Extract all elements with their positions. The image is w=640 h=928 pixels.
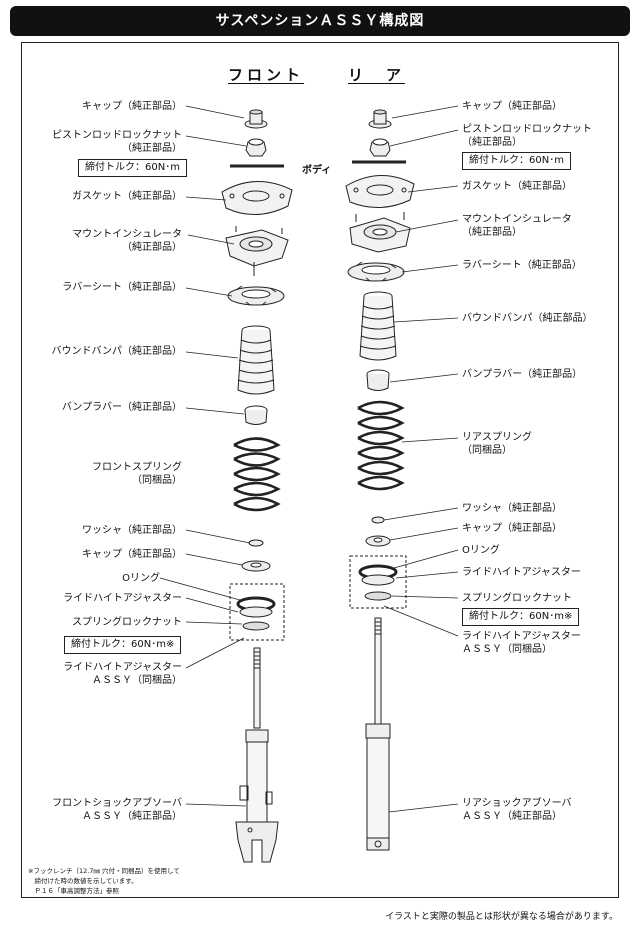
rear-shock-absorber-part <box>365 617 391 851</box>
rear-label-rubber-seat: ラバーシート（純正部品） <box>462 260 582 271</box>
front-lower-cap-part <box>241 560 271 572</box>
front-label-washer: ワッシャ（純正部品） <box>82 525 182 536</box>
front-label-mount-insulator: マウントインシュレータ （純正部品） <box>72 229 182 253</box>
front-label-shock-absorber: フロントショックアブソーバ ＡＳＳＹ（純正部品） <box>52 798 182 822</box>
front-bump-rubber-part <box>244 405 268 425</box>
front-label-ride-height-adjuster: ライドハイトアジャスター <box>63 593 182 604</box>
rear-cap-part <box>368 109 392 129</box>
torque-footnote: ※フックレンチ（12.7㎜ 穴付・同梱品）を使用して 締付けた時の数値を示してい… <box>28 867 180 895</box>
rear-label-o-ring: Oリング <box>462 545 500 556</box>
rear-bump-rubber-part <box>366 369 390 391</box>
front-heading: フロント <box>228 66 305 84</box>
disclaimer-footer: イラストと実際の製品とは形状が異なる場合があります。 <box>385 912 618 922</box>
rear-washer-part <box>371 516 385 524</box>
diagram-frame <box>21 42 619 898</box>
rear-label-washer: ワッシャ（純正部品） <box>462 503 562 514</box>
front-label-spring: フロントスプリング （同梱品） <box>92 462 182 486</box>
front-label-lock-nut: ピストンロッドロックナット （純正部品） <box>52 130 182 154</box>
rear-ride-height-adjuster-part <box>358 564 398 601</box>
rear-gasket-part <box>345 175 415 208</box>
front-label-o-ring: Oリング <box>122 573 160 584</box>
rear-label-shock-absorber: リアショックアブソーバ ＡＳＳＹ（純正部品） <box>462 798 572 822</box>
front-shock-absorber-part <box>235 647 279 863</box>
rear-label-lower-cap: キャップ（純正部品） <box>462 523 562 534</box>
body-label: ボディ <box>302 165 332 176</box>
rear-label-mount-insulator: マウントインシュレータ （純正部品） <box>462 214 572 238</box>
rear-label-gasket: ガスケット（純正部品） <box>462 181 572 192</box>
front-spring-part <box>233 437 281 512</box>
front-washer-part <box>248 539 264 547</box>
rear-spring-part <box>357 400 405 491</box>
rear-label-adjuster-assy: ライドハイトアジャスター ＡＳＳＹ（同梱品） <box>462 631 581 655</box>
front-label-gasket: ガスケット（純正部品） <box>72 191 182 202</box>
rear-label-ride-height-adjuster: ライドハイトアジャスター <box>462 567 581 578</box>
front-gasket-part <box>221 181 293 216</box>
rear-rubber-seat-part <box>347 261 405 282</box>
rear-lock-nut-part <box>369 138 391 157</box>
front-torque-top: 締付トルク：60N･m <box>78 159 187 177</box>
page-title: サスペンションＡＳＳＹ構成図 <box>10 6 630 36</box>
front-label-bound-bumper: バウンドバンパ（純正部品） <box>51 346 183 357</box>
rear-label-bound-bumper: バウンドバンパ（純正部品） <box>462 313 593 324</box>
front-lock-nut-part <box>245 138 267 157</box>
rear-mount-insulator-part <box>349 212 411 253</box>
rear-bound-bumper-part <box>359 291 397 361</box>
front-cap-part <box>244 109 268 129</box>
front-label-bump-rubber: バンプラバー（純正部品） <box>61 402 182 413</box>
front-rubber-seat-part <box>227 285 285 306</box>
rear-label-cap: キャップ（純正部品） <box>462 101 562 112</box>
rear-heading: リ ア <box>348 66 406 84</box>
front-bound-bumper-part <box>237 325 275 395</box>
rear-label-spring: リアスプリング （同梱品） <box>462 432 532 456</box>
front-label-rubber-seat: ラバーシート（純正部品） <box>62 282 182 293</box>
rear-label-bump-rubber: バンプラバー（純正部品） <box>462 369 583 380</box>
rear-label-lock-nut: ピストンロッドロックナット （純正部品） <box>462 124 592 148</box>
rear-torque-top: 締付トルク：60N･m <box>462 152 571 170</box>
front-label-adjuster-assy: ライドハイトアジャスター ＡＳＳＹ（同梱品） <box>63 662 182 686</box>
front-label-spring-lock-nut: スプリングロックナット <box>72 617 182 628</box>
rear-label-spring-lock-nut: スプリングロックナット <box>462 593 572 604</box>
front-label-lower-cap: キャップ（純正部品） <box>82 549 182 560</box>
front-mount-insulator-part <box>225 226 289 276</box>
front-ride-height-adjuster-part <box>236 596 276 631</box>
rear-torque-bottom: 締付トルク：60N･m※ <box>462 608 580 626</box>
rear-lower-cap-part <box>365 535 391 547</box>
front-label-cap: キャップ（純正部品） <box>82 101 182 112</box>
front-torque-bottom: 締付トルク：60N･m※ <box>64 636 182 654</box>
